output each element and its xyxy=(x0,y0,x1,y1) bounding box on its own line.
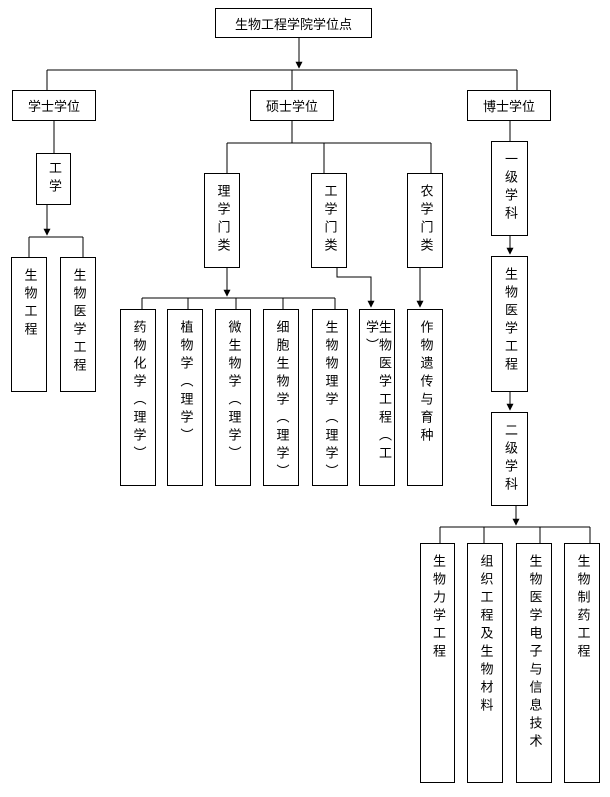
master-major-node: 植物学（理学） xyxy=(167,309,203,486)
engineering-arrow xyxy=(336,268,375,308)
doctor-level2-discipline-node: 生物医学电子与信息技术 xyxy=(516,543,552,783)
master-degree-node: 硕士学位 xyxy=(250,90,334,121)
doctor-level2-discipline-node: 组织工程及生物材料 xyxy=(467,543,503,783)
doctor-level1-discipline-node: 生物医学工程 xyxy=(491,256,528,392)
doctor-level2-label-node: 二级学科 xyxy=(491,412,528,506)
doctor-level2-discipline-node: 生物力学工程 xyxy=(420,543,455,783)
master-category-node: 工学门类 xyxy=(311,173,347,268)
bachelor-major-node: 生物医学工程 xyxy=(60,257,96,392)
doctor-degree-node: 博士学位 xyxy=(467,90,551,121)
master-major-node: 作物遗传与育种 xyxy=(407,309,443,486)
master-major-node: 药物化学（理学） xyxy=(120,309,156,486)
master-category-node: 农学门类 xyxy=(407,173,443,268)
master-major-node: 生物医学工程（工学） xyxy=(359,309,395,486)
root-node: 生物工程学院学位点 xyxy=(215,8,372,38)
bachelor-category-node: 工学 xyxy=(36,153,71,205)
doctor-level1-label-node: 一级学科 xyxy=(491,141,528,236)
master-major-node: 细胞生物学（理学） xyxy=(263,309,299,486)
doctor-level2-discipline-node: 生物制药工程 xyxy=(564,543,600,783)
master-major-node: 生物物理学（理学） xyxy=(312,309,348,486)
master-major-node: 微生物学（理学） xyxy=(215,309,251,486)
bachelor-major-node: 生物工程 xyxy=(11,257,47,392)
bachelor-degree-node: 学士学位 xyxy=(12,90,96,121)
master-category-node: 理学门类 xyxy=(204,173,240,268)
